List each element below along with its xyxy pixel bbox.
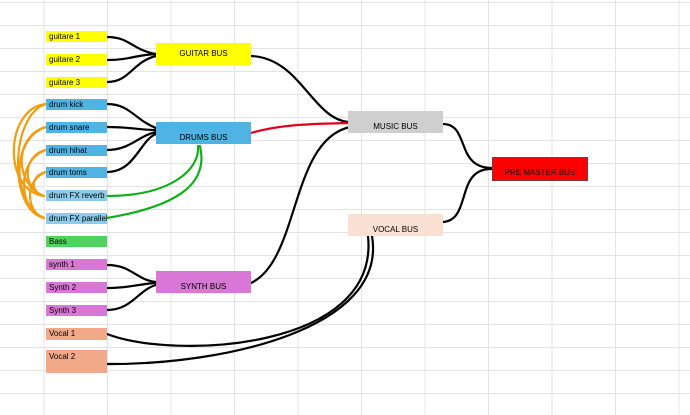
wire-vocal2-to-vocal-bus <box>105 234 375 366</box>
track-drum-hihat[interactable]: drum hihat <box>46 145 107 156</box>
bus-label: DRUMS BUS <box>179 133 228 142</box>
track-drum-toms[interactable]: drum toms <box>46 167 107 178</box>
vocal-bus[interactable]: VOCAL BUS <box>348 214 443 236</box>
wire-guitar-bus-to-music-bus <box>249 54 350 124</box>
wire-toms-to-drums-bus <box>105 132 158 174</box>
track-label: drum FX reverb <box>49 190 105 200</box>
wire-reverb-to-drums-bus <box>105 144 200 198</box>
wire-hihat-to-drums-bus <box>105 130 158 152</box>
bus-label: VOCAL BUS <box>372 225 419 234</box>
wire-kick-send-1 <box>12 102 48 198</box>
track-synth-3[interactable]: Synth 3 <box>46 305 107 316</box>
bus-label: MUSIC BUS <box>373 122 418 131</box>
track-synth-1[interactable]: synth 1 <box>46 259 107 270</box>
wire-music-bus-to-premaster <box>441 122 494 170</box>
bus-label: PRE MASTER BUS <box>504 168 576 177</box>
track-label: Vocal 2 <box>49 352 76 361</box>
wire-snare-send-2 <box>18 125 48 220</box>
track-label: synth 1 <box>49 259 75 269</box>
wire-drums-bus-to-music-bus <box>249 121 350 135</box>
wire-parallel-to-drums-bus <box>105 144 203 220</box>
track-label: drum kick <box>49 99 84 109</box>
track-guitare-2[interactable]: guitare 2 <box>46 54 107 65</box>
track-label: drum hihat <box>49 145 87 155</box>
track-label: guitare 1 <box>49 31 81 41</box>
wire-guitare3-to-guitar-bus <box>105 54 158 84</box>
drums-bus[interactable]: DRUMS BUS <box>156 122 251 144</box>
track-label: Synth 2 <box>49 282 77 292</box>
wire-snare-to-drums-bus <box>105 125 158 132</box>
track-guitare-3[interactable]: guitare 3 <box>46 77 107 88</box>
wire-guitare1-to-guitar-bus <box>105 35 158 56</box>
wire-synth3-to-synth-bus <box>105 283 158 312</box>
wire-toms-send-2 <box>29 170 48 220</box>
track-drum-fx-reverb[interactable]: drum FX reverb <box>46 190 107 201</box>
wire-vocal-bus-to-premaster <box>441 167 494 224</box>
bus-label: SYNTH BUS <box>180 282 227 291</box>
track-drum-fx-parallel[interactable]: drum FX parallel <box>46 213 107 224</box>
track-drum-snare[interactable]: drum snare <box>46 122 107 133</box>
wire-snare-send-1 <box>20 125 48 198</box>
wire-hihat-send-2 <box>23 148 48 220</box>
wire-synth2-to-synth-bus <box>105 281 158 290</box>
wire-kick-to-drums-bus <box>105 102 158 130</box>
bus-label: GUITAR BUS <box>179 49 228 58</box>
wire-kick-send-2 <box>16 102 48 220</box>
wire-synth-bus-to-music-bus <box>249 125 352 285</box>
track-label: drum FX parallel <box>49 213 107 223</box>
track-label: Bass <box>49 236 67 246</box>
track-bass[interactable]: Bass <box>46 236 107 247</box>
pre-master-bus[interactable]: PRE MASTER BUS <box>492 157 588 181</box>
synth-bus[interactable]: SYNTH BUS <box>156 271 251 293</box>
track-synth-2[interactable]: Synth 2 <box>46 282 107 293</box>
track-label: drum toms <box>49 167 87 177</box>
wire-synth1-to-synth-bus <box>105 263 158 284</box>
wire-guitare2-to-guitar-bus <box>105 52 158 62</box>
track-vocal-1[interactable]: Vocal 1 <box>46 328 107 340</box>
track-vocal-2[interactable]: Vocal 2 <box>46 350 107 373</box>
track-label: Synth 3 <box>49 305 77 315</box>
wire-hihat-send-1 <box>26 148 48 198</box>
music-bus[interactable]: MUSIC BUS <box>348 111 443 133</box>
track-guitare-1[interactable]: guitare 1 <box>46 31 107 42</box>
wire-toms-send-1 <box>32 170 48 198</box>
track-drum-kick[interactable]: drum kick <box>46 99 107 110</box>
track-label: Vocal 1 <box>49 329 76 338</box>
track-label: drum snare <box>49 122 90 132</box>
track-label: guitare 3 <box>49 77 81 87</box>
track-label: guitare 2 <box>49 54 81 64</box>
guitar-bus[interactable]: GUITAR BUS <box>156 43 251 65</box>
